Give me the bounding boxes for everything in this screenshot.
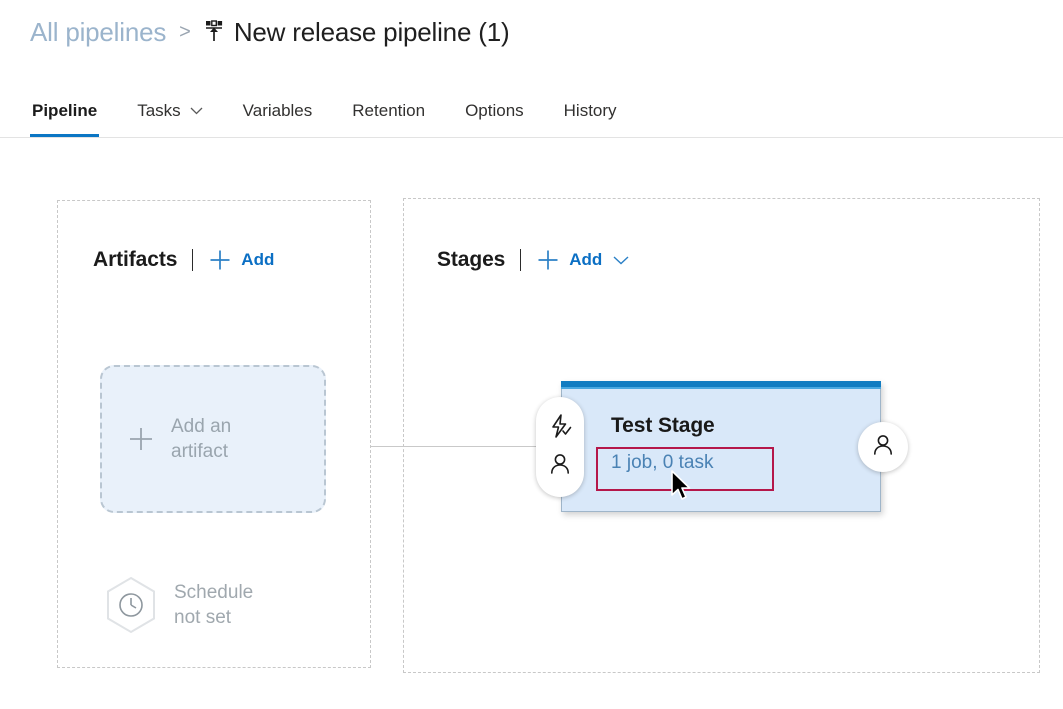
stages-title: Stages [437,248,506,271]
breadcrumb-all-pipelines-link[interactable]: All pipelines [30,16,167,47]
artifacts-panel-header: Artifacts Add [93,248,274,272]
tab-variables[interactable]: Variables [241,84,315,137]
tab-retention-label: Retention [352,100,426,120]
person-icon [548,452,572,481]
release-pipeline-icon [203,19,225,45]
lightning-bolt-icon [547,413,573,444]
chevron-down-icon[interactable] [613,255,629,265]
tab-options[interactable]: Options [463,84,526,137]
schedule-line2: not set [174,607,232,628]
tab-retention[interactable]: Retention [350,84,427,137]
stages-panel [403,198,1040,673]
chevron-down-icon [190,107,203,115]
pre-deployment-conditions-pill[interactable] [536,397,584,497]
artifacts-panel [57,200,371,668]
tab-pipeline[interactable]: Pipeline [30,84,100,137]
plus-icon[interactable] [208,248,232,272]
stage-name: Test Stage [611,414,715,437]
tab-pipeline-label: Pipeline [32,100,98,120]
add-artifact-line2: artifact [171,441,229,462]
schedule-label: Schedule not set [174,580,253,630]
add-an-artifact-dropzone[interactable]: Add an artifact [100,365,326,513]
tab-history-label: History [563,100,617,120]
stages-panel-header: Stages Add [437,248,629,272]
stages-header-divider [520,249,522,271]
plus-icon [128,426,154,452]
add-an-artifact-label: Add an artifact [171,414,231,464]
schedule-trigger[interactable]: Schedule not set [104,576,253,634]
schedule-line1: Schedule [174,582,254,603]
clock-hexagon-icon [104,576,158,634]
tab-variables-label: Variables [242,100,313,120]
stage-card-top-bar [561,381,881,389]
stage-card-test-stage[interactable] [561,381,881,512]
tab-options-label: Options [465,100,524,120]
add-artifact-line1: Add an [171,416,232,437]
stage-summary-link[interactable]: 1 job, 0 task [611,452,714,473]
tab-tasks-label: Tasks [137,100,181,120]
artifacts-header-divider [192,249,194,271]
breadcrumb: All pipelines > New release pipeline (1) [30,12,510,52]
breadcrumb-separator: > [179,20,191,43]
artifacts-title: Artifacts [93,248,178,271]
tab-history[interactable]: History [562,84,619,137]
add-stage-button[interactable]: Add [569,250,603,269]
page-title: New release pipeline (1) [233,16,510,47]
artifact-stage-connector [371,446,546,447]
post-deployment-conditions-button[interactable] [858,422,908,472]
tab-bar: Pipeline Tasks Variables Retention Optio… [0,84,1063,138]
person-icon [871,433,895,462]
add-artifact-button[interactable]: Add [241,250,275,269]
plus-icon[interactable] [536,248,560,272]
tab-tasks[interactable]: Tasks [135,84,204,137]
